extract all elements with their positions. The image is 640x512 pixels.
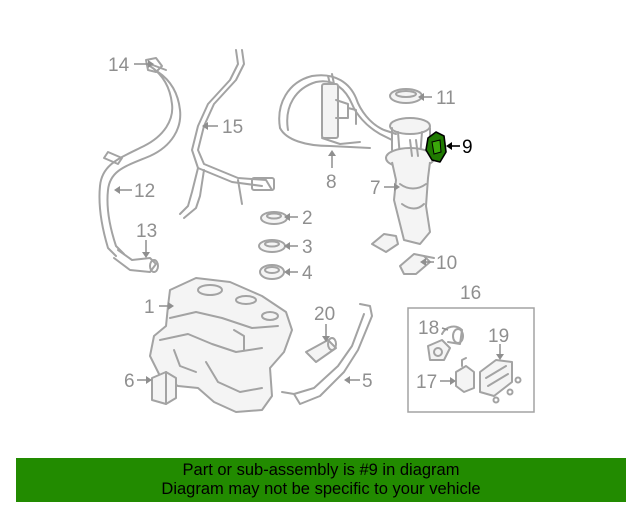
callout-1: 1 [144, 297, 155, 318]
callout-7: 7 [370, 178, 381, 199]
part-15-vent-lines [179, 49, 275, 219]
banner-line-1: Part or sub-assembly is #9 in diagram [182, 461, 460, 479]
part-4-seal [259, 264, 285, 280]
part-7-pump-module [385, 117, 435, 245]
callout-18: 18 [418, 318, 439, 339]
part-12-filler-pipe [98, 65, 182, 257]
part-1-fuel-tank [149, 277, 293, 413]
leader-lines [114, 60, 504, 385]
callout-4: 4 [302, 263, 313, 284]
callout-3: 3 [302, 237, 313, 258]
callout-14: 14 [108, 55, 130, 76]
part-3-seal [258, 239, 286, 253]
part-20-filter [305, 337, 337, 363]
part-11-lock-ring [389, 88, 423, 104]
part-2-seal [260, 211, 288, 225]
callout-2: 2 [302, 208, 313, 229]
part-6-bracket [151, 371, 177, 405]
part-10-connector [399, 253, 435, 275]
banner-line-2: Diagram may not be specific to your vehi… [161, 480, 481, 498]
parts-diagram: 14 15 8 11 9 7 12 13 2 3 4 10 1 6 20 5 1… [98, 49, 535, 413]
callout-12: 12 [134, 181, 155, 202]
callout-20: 20 [314, 304, 335, 325]
part-19-module [479, 359, 522, 404]
part-13-hose [113, 249, 159, 273]
part-16-group-box [407, 307, 535, 413]
part-18-hose [441, 325, 464, 345]
callout-5: 5 [362, 371, 373, 392]
part-5-strap [281, 303, 373, 405]
callout-19: 19 [488, 326, 509, 347]
callout-17: 17 [416, 372, 437, 393]
callout-11: 11 [436, 88, 456, 109]
part-7-lower-connector [371, 233, 399, 253]
callout-6: 6 [124, 371, 135, 392]
part-17-sensor [455, 357, 475, 393]
part-16-valve [427, 339, 451, 361]
callout-16: 16 [460, 283, 481, 304]
part-9-level-sender [425, 131, 447, 163]
callout-8: 8 [326, 172, 337, 193]
info-banner: Part or sub-assembly is #9 in diagram Di… [16, 458, 626, 502]
callout-10: 10 [436, 253, 457, 274]
callout-15: 15 [222, 117, 243, 138]
callout-13: 13 [136, 221, 157, 242]
part-14-clip [145, 57, 167, 73]
part-8-fuel-lines [278, 73, 397, 149]
callout-9: 9 [462, 137, 473, 158]
